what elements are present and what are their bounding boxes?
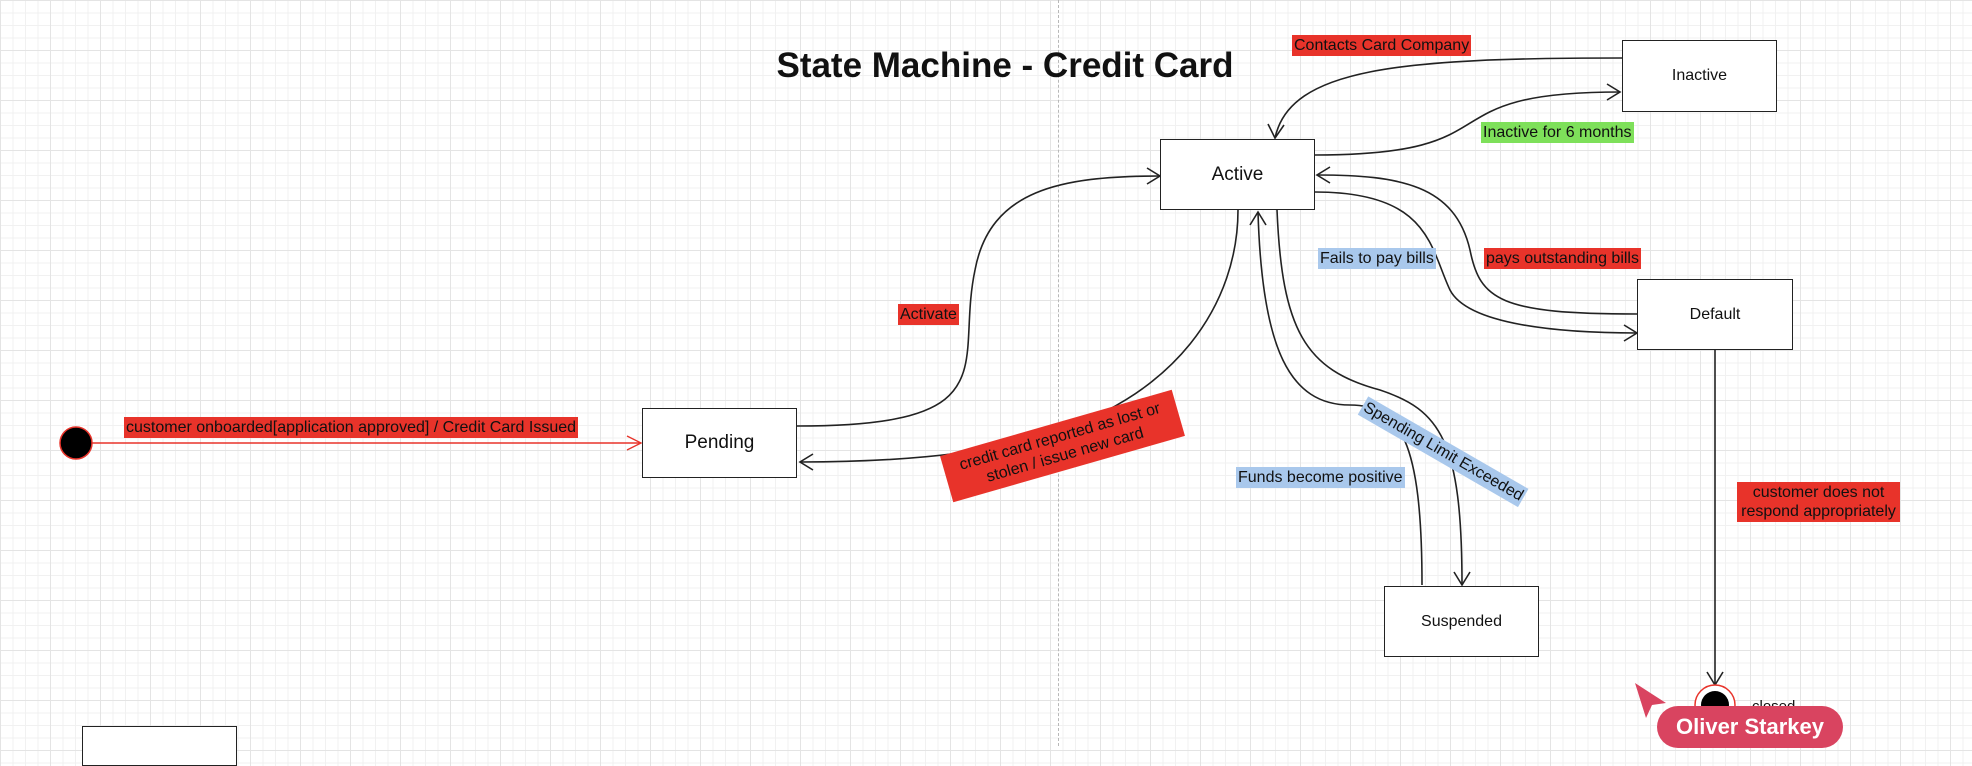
edge-contacts-company-arrowhead	[1267, 123, 1285, 140]
edge-contacts-company	[1274, 57, 1623, 139]
label-pays-outstanding[interactable]: pays outstanding bills	[1484, 248, 1641, 269]
initial-state-node[interactable]	[59, 426, 93, 460]
state-default-label: Default	[1689, 305, 1741, 323]
edge-funds-positive-arrowhead	[1249, 210, 1267, 226]
edge-activate	[796, 175, 1161, 427]
state-active[interactable]: Active	[1160, 139, 1315, 210]
state-default[interactable]: Default	[1637, 279, 1793, 350]
label-contacts-company[interactable]: Contacts Card Company	[1292, 35, 1472, 56]
state-pending-label: Pending	[684, 432, 755, 453]
edge-inactive-months-arrowhead	[1606, 83, 1622, 101]
state-suspended[interactable]: Suspended	[1384, 586, 1539, 657]
edge-fails-to-pay	[1314, 191, 1638, 334]
diagram-title: State Machine - Credit Card	[776, 46, 1234, 85]
label-onboard[interactable]: customer onboarded[application approved]…	[124, 417, 579, 438]
label-inactive-months[interactable]: Inactive for 6 months	[1481, 122, 1634, 143]
state-suspended-label: Suspended	[1421, 612, 1502, 630]
label-funds-positive[interactable]: Funds become positive	[1236, 467, 1405, 488]
edge-onboard-arrowhead	[626, 435, 643, 451]
state-inactive[interactable]: Inactive	[1622, 40, 1777, 112]
state-partial-offscreen[interactable]	[82, 726, 237, 766]
edge-funds-positive	[1257, 211, 1423, 586]
collaborator-cursor-icon	[1635, 683, 1666, 718]
collaborator-name-tag: Oliver Starkey	[1657, 706, 1843, 748]
label-activate[interactable]: Activate	[898, 304, 959, 325]
edge-inactive-months	[1314, 91, 1621, 156]
edge-pays-outstanding	[1316, 174, 1638, 315]
label-fails-to-pay[interactable]: Fails to pay bills	[1318, 248, 1436, 269]
state-pending[interactable]: Pending	[642, 408, 797, 478]
edge-pays-outstanding-arrowhead	[1315, 166, 1331, 184]
edge-lost-stolen-arrowhead	[798, 453, 814, 471]
page-divider	[1058, 0, 1059, 746]
state-inactive-label: Inactive	[1671, 67, 1728, 84]
state-active-label: Active	[1211, 163, 1264, 185]
label-not-respond[interactable]: customer does not respond appropriately	[1737, 482, 1900, 522]
edge-spending-limit	[1276, 209, 1463, 586]
edge-spending-limit-arrowhead	[1453, 571, 1471, 587]
